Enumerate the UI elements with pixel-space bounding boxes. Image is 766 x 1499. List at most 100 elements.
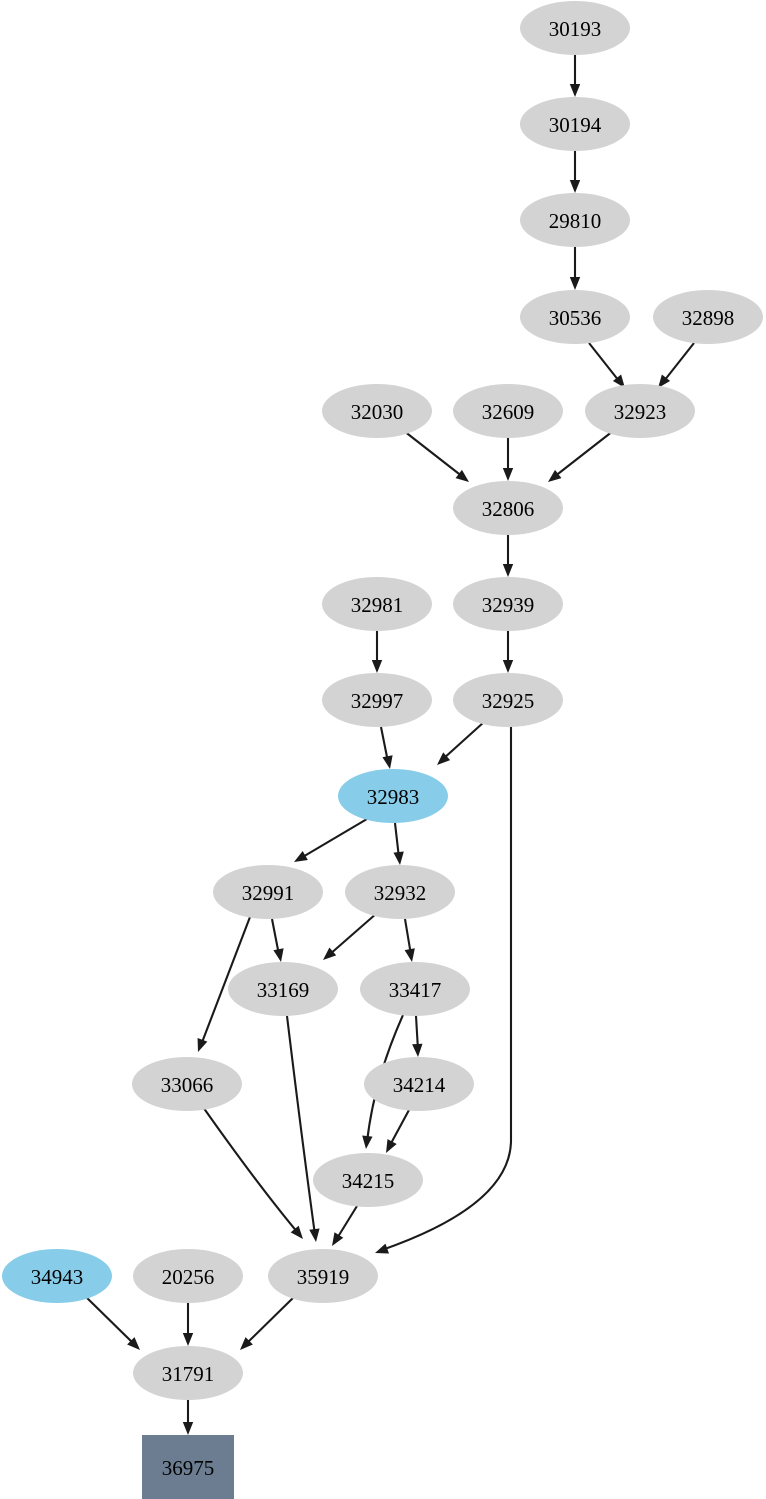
graph-node-34943[interactable]: 34943 <box>2 1249 112 1303</box>
node-shape[interactable] <box>338 769 448 823</box>
graph-node-33066[interactable]: 33066 <box>132 1057 242 1111</box>
graph-edge <box>437 721 485 765</box>
edge-line <box>588 342 620 382</box>
arrowhead-icon <box>382 755 393 769</box>
graph-node-32609[interactable]: 32609 <box>453 384 563 438</box>
arrowhead-icon <box>323 947 337 960</box>
graph-node-30194[interactable]: 30194 <box>520 97 630 151</box>
node-shape[interactable] <box>653 290 763 344</box>
node-shape[interactable] <box>228 962 338 1016</box>
node-shape[interactable] <box>268 1249 378 1303</box>
graph-edge <box>379 726 393 769</box>
node-shape[interactable] <box>360 962 470 1016</box>
node-shape[interactable] <box>132 1057 242 1111</box>
arrowhead-icon <box>412 1043 423 1057</box>
graph-edge <box>403 430 469 482</box>
edge-line <box>335 1205 358 1241</box>
edge-line <box>381 727 513 1251</box>
node-shape[interactable] <box>453 673 563 727</box>
graph-edge <box>285 1015 320 1242</box>
edge-line <box>245 1295 296 1345</box>
graph-node-32932[interactable]: 32932 <box>345 865 455 919</box>
edge-line <box>403 430 464 478</box>
arrowhead-icon <box>182 1333 194 1346</box>
node-shape[interactable] <box>322 577 432 631</box>
graph-node-32923[interactable]: 32923 <box>585 384 695 438</box>
arrowhead-icon <box>658 374 671 388</box>
edge-layer <box>84 55 695 1435</box>
graph-edge <box>323 912 378 960</box>
graph-node-36975[interactable]: 36975 <box>142 1435 234 1499</box>
graph-edge <box>375 727 513 1254</box>
arrowhead-icon <box>569 277 581 290</box>
graph-edge <box>270 918 284 962</box>
node-shape[interactable] <box>322 384 432 438</box>
graph-node-20256[interactable]: 20256 <box>133 1249 243 1303</box>
graph-node-32806[interactable]: 32806 <box>453 481 563 535</box>
edge-line <box>663 342 695 382</box>
arrowhead-icon <box>393 851 404 865</box>
arrowhead-icon <box>502 660 514 673</box>
node-shape[interactable] <box>453 577 563 631</box>
node-shape[interactable] <box>133 1346 243 1400</box>
graph-node-30193[interactable]: 30193 <box>520 1 630 55</box>
graph-node-32925[interactable]: 32925 <box>453 673 563 727</box>
graph-node-32030[interactable]: 32030 <box>322 384 432 438</box>
graph-edge <box>182 1303 194 1346</box>
arrowhead-icon <box>404 948 415 962</box>
node-shape[interactable] <box>2 1249 112 1303</box>
node-shape[interactable] <box>520 290 630 344</box>
arrowhead-icon <box>502 468 514 481</box>
graph-node-34215[interactable]: 34215 <box>313 1153 423 1207</box>
graph-node-32939[interactable]: 32939 <box>453 577 563 631</box>
edge-line <box>442 721 485 760</box>
graph-node-32997[interactable]: 32997 <box>322 673 432 727</box>
graph-edge <box>569 247 581 290</box>
arrowhead-icon <box>375 1243 389 1254</box>
graph-node-32898[interactable]: 32898 <box>653 290 763 344</box>
graph-node-32983[interactable]: 32983 <box>338 769 448 823</box>
edge-line <box>300 818 368 859</box>
arrowhead-icon <box>437 752 451 765</box>
node-shape[interactable] <box>520 97 630 151</box>
graph-node-33169[interactable]: 33169 <box>228 962 338 1016</box>
graph-edge <box>240 1295 296 1350</box>
arrowhead-icon <box>290 1225 303 1239</box>
graph-node-29810[interactable]: 29810 <box>520 193 630 247</box>
arrowhead-icon <box>362 1135 373 1149</box>
graph-edge <box>84 1295 140 1350</box>
node-shape[interactable] <box>313 1153 423 1207</box>
graph-edge <box>569 55 581 97</box>
graph-edge <box>197 916 251 1052</box>
node-shape[interactable] <box>322 673 432 727</box>
node-shape[interactable] <box>520 1 630 55</box>
arrowhead-icon <box>294 850 308 862</box>
graph-node-35919[interactable]: 35919 <box>268 1249 378 1303</box>
graph-node-34214[interactable]: 34214 <box>364 1057 474 1111</box>
graph-edge <box>182 1400 194 1435</box>
graph-edge <box>403 918 415 962</box>
node-shape[interactable] <box>585 384 695 438</box>
node-shape[interactable] <box>142 1435 234 1499</box>
graph-node-32981[interactable]: 32981 <box>322 577 432 631</box>
graph-node-32991[interactable]: 32991 <box>213 865 323 919</box>
node-shape[interactable] <box>345 865 455 919</box>
node-shape[interactable] <box>213 865 323 919</box>
arrowhead-icon <box>569 180 581 193</box>
arrowhead-icon <box>502 564 514 577</box>
node-shape[interactable] <box>364 1057 474 1111</box>
graph-edge <box>412 1015 423 1057</box>
arrowhead-icon <box>455 469 469 482</box>
node-shape[interactable] <box>453 384 563 438</box>
graph-node-31791[interactable]: 31791 <box>133 1346 243 1400</box>
graph-node-33417[interactable]: 33417 <box>360 962 470 1016</box>
arrowhead-icon <box>612 374 625 388</box>
node-shape[interactable] <box>453 481 563 535</box>
graph-edge <box>332 1205 358 1246</box>
edge-line <box>202 1106 299 1234</box>
graph-edge <box>658 342 695 388</box>
node-shape[interactable] <box>133 1249 243 1303</box>
edge-line <box>328 912 378 956</box>
node-shape[interactable] <box>520 193 630 247</box>
graph-node-30536[interactable]: 30536 <box>520 290 630 344</box>
